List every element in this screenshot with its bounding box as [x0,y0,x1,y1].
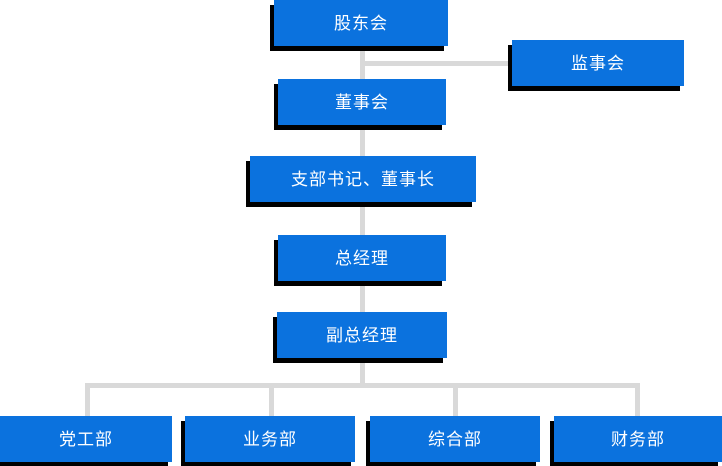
node-label-party-work-department: 党工部 [59,429,113,449]
connector-deputy-mgr-drop [360,355,365,385]
node-board-of-directors[interactable]: 董事会 [278,79,446,125]
node-finance-department[interactable]: 财务部 [554,416,722,462]
node-label-board-of-directors: 董事会 [335,92,389,112]
node-deputy-general-manager[interactable]: 副总经理 [277,312,447,358]
node-party-work-department[interactable]: 党工部 [0,416,172,462]
node-general-manager[interactable]: 总经理 [278,235,446,281]
node-label-shareholders: 股东会 [334,13,388,33]
node-label-supervisors: 监事会 [571,53,625,73]
node-business-department[interactable]: 业务部 [185,416,355,462]
node-label-general-manager: 总经理 [335,248,389,268]
node-label-finance-department: 财务部 [611,429,665,449]
node-label-chairman: 支部书记、董事长 [291,169,435,189]
connector-shareholders-to-supervisors [360,61,515,66]
node-label-deputy-general-manager: 副总经理 [326,325,398,345]
node-shareholders[interactable]: 股东会 [274,0,448,46]
connector-bus-to-general-dept [453,383,458,419]
connector-bus-to-finance-dept [635,383,640,419]
connector-bus-to-party-dept [85,383,90,419]
node-general-affairs-department[interactable]: 综合部 [370,416,540,462]
connector-board-to-chairman [360,122,365,160]
connector-chairman-to-general-mgr [360,199,365,239]
connector-general-mgr-to-deputy-mgr [360,278,365,316]
node-label-general-affairs-department: 综合部 [428,429,482,449]
node-label-business-department: 业务部 [243,429,297,449]
connector-department-bus [85,383,640,388]
node-chairman[interactable]: 支部书记、董事长 [250,156,476,202]
node-supervisors[interactable]: 监事会 [512,40,684,86]
connector-bus-to-business-dept [269,383,274,419]
